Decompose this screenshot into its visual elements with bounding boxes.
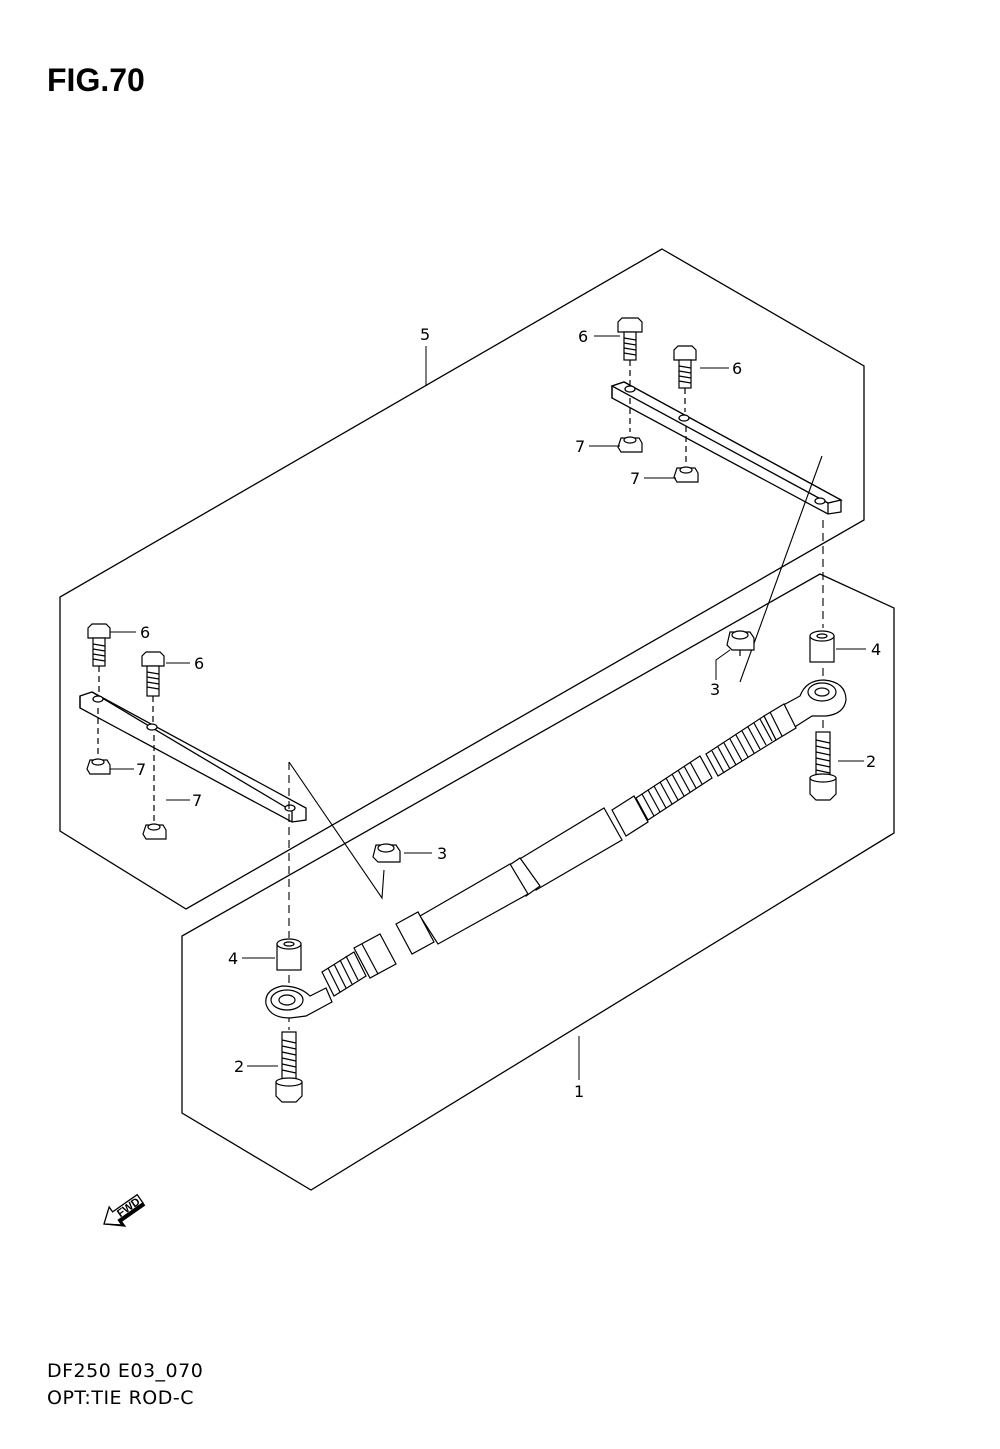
- fwd-arrow-icon: FWD: [103, 1193, 146, 1227]
- tie-rod-1: [265, 679, 847, 1019]
- guide-left: [288, 761, 385, 900]
- bolt-6-left-a: [87, 623, 111, 693]
- model-code: DF250 E03_070: [47, 1360, 204, 1382]
- callout-2-left: 2: [234, 1057, 244, 1076]
- plate-right: [610, 381, 843, 515]
- nut-3-lower: [372, 843, 401, 863]
- callout-3-upper: 3: [710, 680, 720, 699]
- figure-title: FIG.70: [47, 62, 145, 98]
- figure-caption: OPT:TIE ROD-C: [47, 1387, 194, 1409]
- spacer-4-left: [276, 938, 302, 971]
- callout-6-left-a: 6: [140, 623, 150, 642]
- kit-5-outline: [59, 248, 865, 910]
- nut-7-left-b: [142, 735, 167, 840]
- callout-4-right: 4: [871, 640, 881, 659]
- bolt-6-left-b: [141, 651, 165, 722]
- callout-7-left-a: 7: [136, 760, 146, 779]
- nut-7-right-a: [617, 398, 643, 453]
- bolt-6-right-b: [673, 345, 697, 412]
- kit-1-outline: [181, 573, 895, 1191]
- bolt-6-right-a: [617, 317, 643, 386]
- spacer-4-right: [809, 630, 835, 663]
- nut-3-upper: [726, 630, 755, 656]
- callout-6-left-b: 6: [194, 654, 204, 673]
- callout-6-right-b: 6: [732, 359, 742, 378]
- callout-2-right: 2: [866, 752, 876, 771]
- bolt-2-right: [809, 731, 837, 801]
- callout-4-left: 4: [228, 949, 238, 968]
- nut-7-right-b: [673, 426, 699, 483]
- callout-3-lower: 3: [437, 844, 447, 863]
- callout-7-left-b: 7: [192, 791, 202, 810]
- callout-5: 5: [420, 325, 430, 344]
- nut-7-left-a: [86, 708, 111, 775]
- callout-7-right-a: 7: [575, 437, 585, 456]
- callout-7-right-b: 7: [630, 469, 640, 488]
- bolt-2-left: [275, 1031, 303, 1103]
- guide-right: [739, 455, 823, 683]
- callout-1: 1: [574, 1082, 584, 1101]
- callout-6-right-a: 6: [578, 327, 588, 346]
- plate-left: [79, 691, 307, 823]
